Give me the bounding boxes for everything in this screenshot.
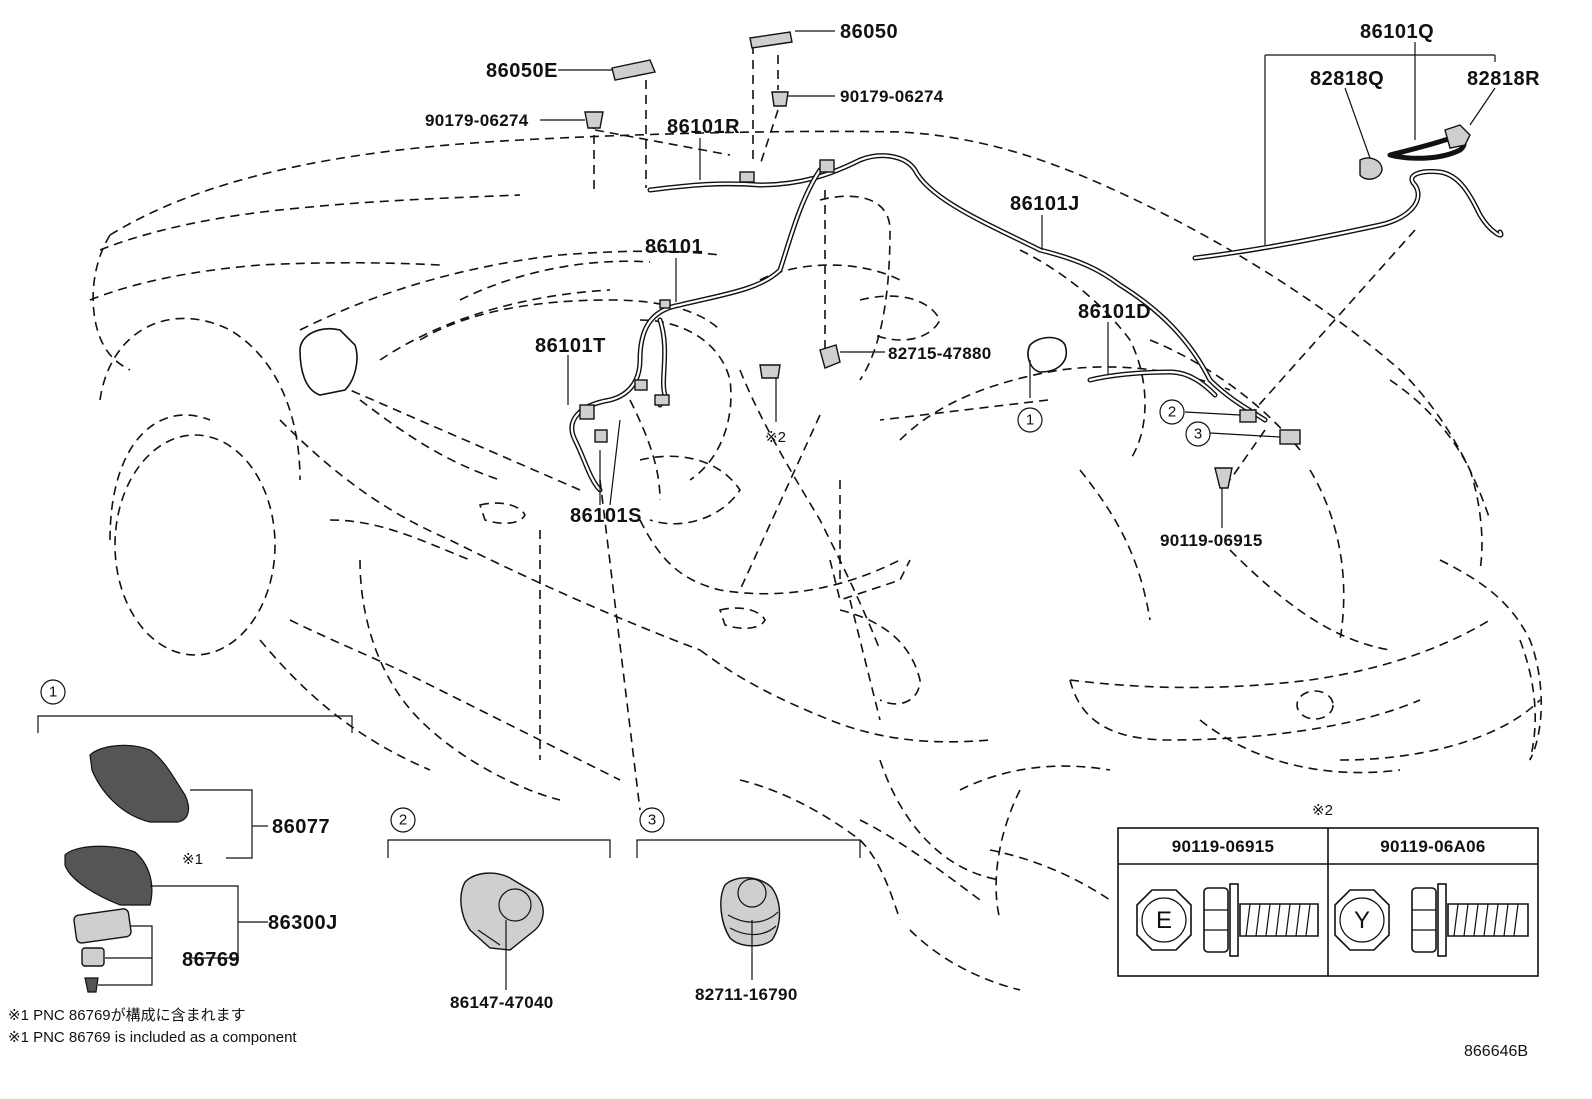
label-86101r: 86101R bbox=[667, 116, 740, 138]
label-90179-06274-left: 90179-06274 bbox=[425, 111, 529, 130]
detail-1: 1 86077 ※1 86300J 86769 bbox=[37, 679, 353, 993]
label-86077: 86077 bbox=[272, 816, 330, 838]
ref-mark-2: ※2 bbox=[765, 429, 786, 446]
detail-1-number: 1 bbox=[49, 684, 57, 701]
ref-mark-1: ※1 bbox=[182, 851, 203, 868]
callout-2: 2 bbox=[1159, 399, 1185, 425]
label-86101j: 86101J bbox=[1010, 193, 1080, 215]
callout-3-number: 3 bbox=[1194, 426, 1202, 443]
label-90119-06915: 90119-06915 bbox=[1160, 531, 1263, 550]
antenna-harness bbox=[569, 153, 1301, 493]
callout-3: 3 bbox=[1185, 421, 1211, 447]
projection-lines bbox=[349, 45, 1416, 811]
fastener-col-1-part: 90119-06915 bbox=[1172, 837, 1275, 856]
label-86101q: 86101Q bbox=[1360, 21, 1434, 43]
bolt-y-drawing: Y bbox=[1334, 883, 1529, 957]
callout-1: 1 bbox=[1017, 407, 1043, 433]
fastener-table: ※2 90119-06915 90119-06A06 E Y bbox=[1117, 802, 1539, 977]
harness-86101q bbox=[1192, 124, 1504, 261]
label-86101: 86101 bbox=[645, 236, 703, 258]
detail-2: 2 86147-47040 bbox=[387, 807, 611, 1012]
detail-2-number: 2 bbox=[399, 812, 407, 829]
note-english: ※1 PNC 86769 is included as a component bbox=[8, 1029, 297, 1046]
label-86769: 86769 bbox=[182, 949, 240, 971]
label-82818r: 82818R bbox=[1467, 68, 1540, 90]
note-japanese: ※1 PNC 86769が構成に含まれます bbox=[8, 1007, 246, 1024]
label-86101t: 86101T bbox=[535, 335, 606, 357]
label-86050: 86050 bbox=[840, 21, 898, 43]
bolt-y-letter: Y bbox=[1354, 907, 1370, 934]
label-90179-06274-right: 90179-06274 bbox=[840, 87, 944, 106]
callout-2-number: 2 bbox=[1168, 404, 1176, 421]
fastener-table-ref: ※2 bbox=[1312, 802, 1333, 819]
car-body-outline bbox=[89, 130, 1543, 991]
detail-3-number: 3 bbox=[648, 812, 656, 829]
label-86101d: 86101D bbox=[1078, 301, 1151, 323]
label-82711-16790: 82711-16790 bbox=[695, 985, 798, 1004]
part-labels: 86050E 86050 90179-06274 90179-06274 861… bbox=[425, 21, 1540, 550]
label-82715-47880: 82715-47880 bbox=[888, 344, 992, 363]
label-86101s: 86101S bbox=[570, 505, 642, 527]
label-82818q: 82818Q bbox=[1310, 68, 1384, 90]
label-86300j: 86300J bbox=[268, 912, 338, 934]
bolt-e-drawing: E bbox=[1136, 883, 1319, 957]
notes: ※1 PNC 86769が構成に含まれます ※1 PNC 86769 is in… bbox=[8, 1007, 297, 1046]
hardware-parts bbox=[584, 31, 1233, 489]
bolt-e-letter: E bbox=[1156, 907, 1172, 934]
detail-3: 3 82711-16790 bbox=[636, 807, 861, 1004]
callout-1-number: 1 bbox=[1026, 412, 1034, 429]
leader-lines bbox=[540, 30, 1496, 528]
fastener-col-2-part: 90119-06A06 bbox=[1380, 837, 1485, 856]
diagram-id: 866646B bbox=[1464, 1043, 1528, 1060]
label-86050e: 86050E bbox=[486, 60, 558, 82]
label-86147-47040: 86147-47040 bbox=[450, 993, 554, 1012]
